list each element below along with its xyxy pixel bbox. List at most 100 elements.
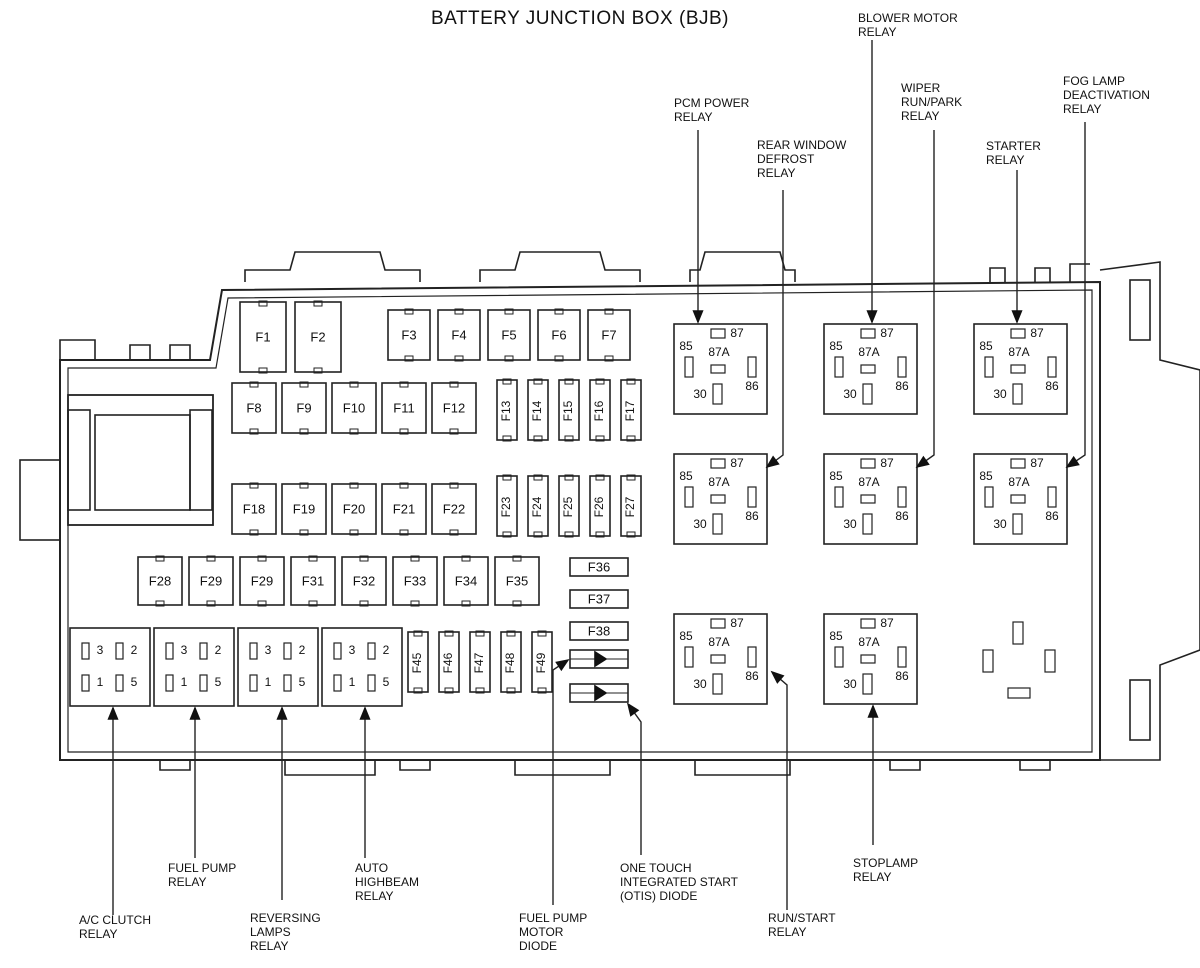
fuse-f13-tab [502,378,512,385]
relay-pcm-power-label-86: 86 [745,379,759,393]
fuse-f46-tab [444,687,454,694]
relay-run-start-pin-87a [710,654,726,664]
callout-line: WIPER [901,81,941,95]
leader-starter-arrowhead [1011,310,1023,324]
relay-blower-motor-pin-86 [897,356,907,378]
fuse-f46-tab [444,630,454,637]
fuse-f21-label: F21 [393,501,415,516]
fuse-f8-tab [249,428,259,435]
relay-rear-window-defrost-pin-86 [747,486,757,508]
relay-starter-pin-85 [984,356,994,378]
callout-line: RELAY [355,889,394,903]
fuse-f49-tab [537,687,547,694]
relay-stoplamp-pin-87a [860,654,876,664]
fuse-f24-label: F24 [530,496,544,517]
relay-wiper-run-park-pin-30 [862,513,873,535]
callout-line: INTEGRATED START [620,875,739,889]
empty-socket-pin [1012,621,1024,645]
fuse-f7-tab [604,308,614,315]
callout-line: RUN/PARK [901,95,963,109]
relay-pcm-power-label-30: 30 [693,387,707,401]
mini-relay-pin [249,642,258,660]
fuse-f26-tab [595,531,605,538]
fuse-f10 [331,382,377,434]
callout-line: RELAY [79,927,118,941]
callout-line: STOPLAMP [853,856,919,870]
relay-pcm-power-label-85: 85 [679,339,693,353]
relay-blower-motor-label-87a: 87A [858,345,879,359]
fuse-f2-tab [313,367,323,374]
mini-relay-pin-label: 5 [215,675,222,689]
fuse-f31-3-tab [308,600,318,607]
fuse-f38 [569,621,629,641]
fuse-f17 [620,379,642,441]
fuse-f10-label: F10 [343,400,365,415]
fuse-f5 [487,309,531,361]
mini-relay-pin [81,674,90,692]
relay-starter-label-85: 85 [979,339,993,353]
relay-wiper-run-park-pin-85 [834,486,844,508]
fuse-f11 [381,382,427,434]
fuse-f34-6-tab [461,600,471,607]
fuse-f3-tab [404,308,414,315]
fuse-f47 [469,631,491,693]
callout-line: PCM POWER [674,96,750,110]
relay-pcm-power-pin-85 [684,356,694,378]
fuse-f49-label: F49 [534,652,548,673]
fuse-f6-tab [554,355,564,362]
fuse-f27-label: F27 [623,496,637,517]
fuse-f7-tab [604,355,614,362]
fuse-f35-7 [494,556,540,606]
relay-wiper-run-park-label-30: 30 [843,517,857,531]
relay-starter-label-87: 87 [1030,326,1044,340]
callout-line: DEACTIVATION [1063,88,1150,102]
fuse-f32-4 [341,556,387,606]
diode-symbol-1 [594,650,608,668]
fuse-f6-tab [554,308,564,315]
fuse-f29-1-tab [206,555,216,562]
fuse-f47-tab [475,687,485,694]
relay-fog-lamp-deactivation-label-87: 87 [1030,456,1044,470]
fuse-f20-label: F20 [343,501,365,516]
mini-relay-pin-label: 2 [131,643,138,657]
fuse-f37-label: F37 [588,591,610,606]
fuse-f16 [589,379,611,441]
mini-relay-3 [237,627,319,707]
relay-run-start-label-86: 86 [745,669,759,683]
callout-line: HIGHBEAM [355,875,420,889]
fuse-f7-label: F7 [601,327,616,342]
fuse-f5-tab [504,355,514,362]
leader-blower-motor-arrowhead [866,310,878,324]
relay-wiper-run-park-pin-86 [897,486,907,508]
fuse-f2-tab [313,300,323,307]
relay-blower-motor-label-85: 85 [829,339,843,353]
fuse-f26-tab [595,474,605,481]
fuse-f48-label: F48 [503,652,517,673]
fuse-f18 [231,483,277,535]
fuse-f24-tab [533,531,543,538]
relay-stoplamp [823,613,918,705]
fuse-f22-tab [449,529,459,536]
relay-fog-lamp-deactivation-pin-87 [1010,458,1026,469]
mini-relay-pin [283,642,292,660]
fuse-f20-tab [349,482,359,489]
relay-stoplamp-label-87a: 87A [858,635,879,649]
relay-run-start-pin-87 [710,618,726,629]
empty-socket-pin [982,649,994,673]
relay-blower-motor-pin-87a [860,364,876,374]
relay-run-start-label-30: 30 [693,677,707,691]
fuse-f17-label: F17 [623,400,637,421]
fuse-f20 [331,483,377,535]
mini-relay-4 [321,627,403,707]
fuse-f29-2-tab [257,600,267,607]
fuse-f9-tab [299,428,309,435]
fuse-f22-label: F22 [443,501,465,516]
fuse-f47-tab [475,630,485,637]
leader-pcm-power-arrowhead [692,310,704,324]
fuse-f9-tab [299,381,309,388]
